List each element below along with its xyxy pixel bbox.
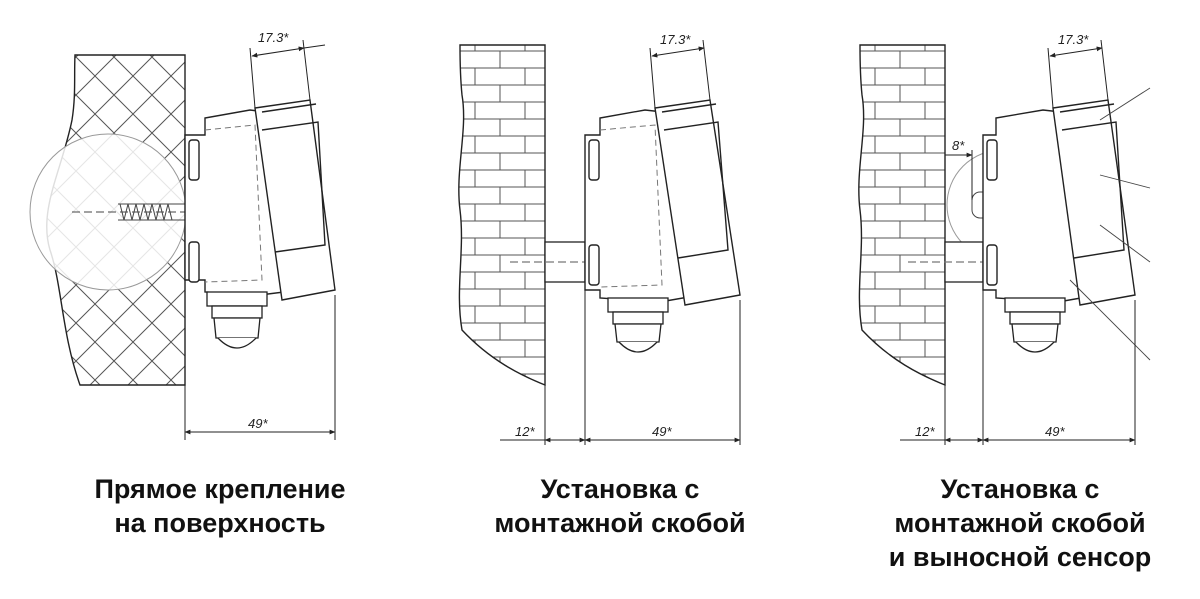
panel-bracket-mount: 12* 17.3* 49* (458, 32, 741, 445)
caption-line: монтажной скобой (894, 508, 1146, 538)
mounting-bracket (510, 241, 586, 283)
caption-line: монтажной скобой (494, 508, 746, 538)
depth-dim-label: 17.3* (660, 32, 691, 47)
caption-line: и выносной сенсор (888, 542, 1152, 572)
depth-dim-label: 17.3* (258, 30, 289, 45)
offset-dim-label: 12* (515, 424, 535, 439)
caption-surface-mount: Прямое крепление на поверхность (40, 472, 400, 540)
caption-line: Установка с (540, 474, 700, 504)
caption-line: Установка с (940, 474, 1100, 504)
caption-bracket-remote-sensor: Установка с монтажной скобой и выносной … (840, 472, 1200, 574)
gap-dim-label: 8* (952, 138, 965, 153)
width-dim-label: 49* (652, 424, 672, 439)
inner-contour-dashed (599, 124, 663, 288)
width-dim-label: 49* (248, 416, 268, 431)
cable-gland (1004, 297, 1066, 353)
dimension-lines (184, 39, 336, 440)
dimension-lines (500, 39, 741, 445)
panel-surface-mount: 17.3* 49* (29, 30, 336, 440)
panel-bracket-remote-sensor: 8* 12* 17.3* 49* (858, 32, 1151, 445)
caption-line: на поверхность (114, 508, 326, 538)
wall-brick (458, 44, 546, 387)
device-housing (982, 99, 1136, 306)
caption-bracket-mount: Установка с монтажной скобой (440, 472, 800, 540)
wall-brick (858, 44, 946, 387)
cable-gland (206, 291, 268, 349)
inner-contour-dashed (204, 124, 263, 283)
width-dim-label: 49* (1045, 424, 1065, 439)
caption-line: Прямое крепление (94, 474, 346, 504)
device-housing (184, 99, 336, 301)
device-housing (584, 99, 741, 306)
depth-dim-label: 17.3* (1058, 32, 1089, 47)
dimension-lines (900, 39, 1136, 445)
offset-dim-label: 12* (915, 424, 935, 439)
leader-lines (1069, 87, 1151, 361)
cable-gland (607, 297, 669, 353)
